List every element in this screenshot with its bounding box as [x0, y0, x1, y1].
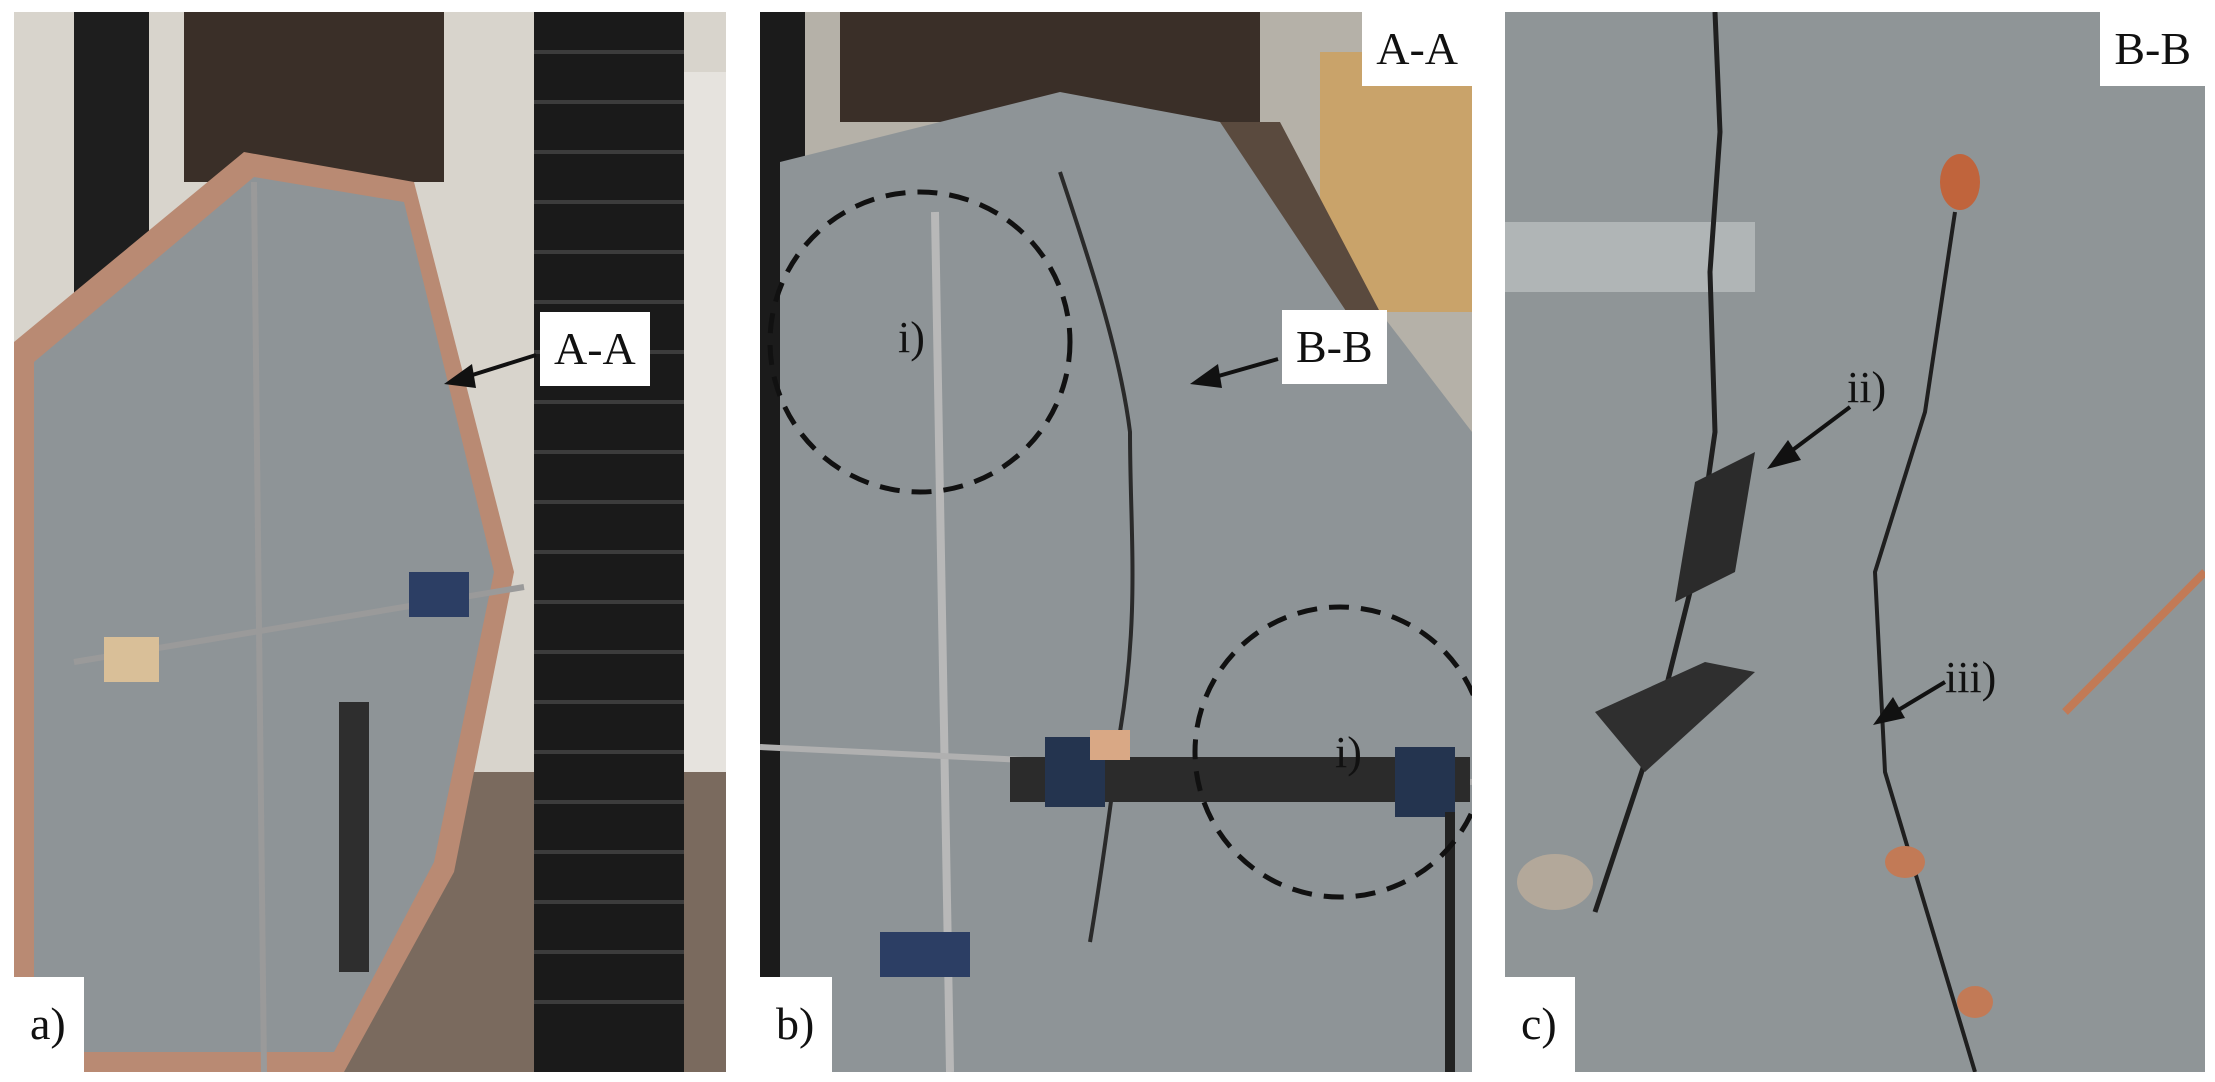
circle-label-i-bottom: i) — [1335, 728, 1362, 777]
arrow-icon — [1190, 357, 1279, 388]
panel-letter-b: b) — [760, 977, 833, 1072]
crack-label-bb: B-B — [1282, 310, 1387, 384]
section-label-aa: A-A — [540, 312, 650, 386]
panel-letter-c: c) — [1505, 977, 1575, 1072]
photo-panel-b: A-A B-B i) i) b) — [760, 12, 1472, 1072]
panel-letter-a: a) — [14, 977, 84, 1072]
arrow-icon — [1767, 405, 1947, 725]
photo-panel-c: B-B ii) iii) c) — [1505, 12, 2205, 1072]
callout-ii: ii) — [1847, 363, 1887, 412]
section-label-bb: B-B — [2100, 12, 2205, 86]
callout-iii: iii) — [1945, 653, 1997, 702]
photo-panel-a: A-A a) — [14, 12, 726, 1072]
circle-label-i-top: i) — [898, 313, 925, 362]
arrow-icon — [444, 353, 537, 388]
section-label-aa: A-A — [1362, 12, 1472, 86]
photo-c-scene — [1505, 12, 2205, 1072]
photo-a-scene — [14, 12, 726, 1072]
